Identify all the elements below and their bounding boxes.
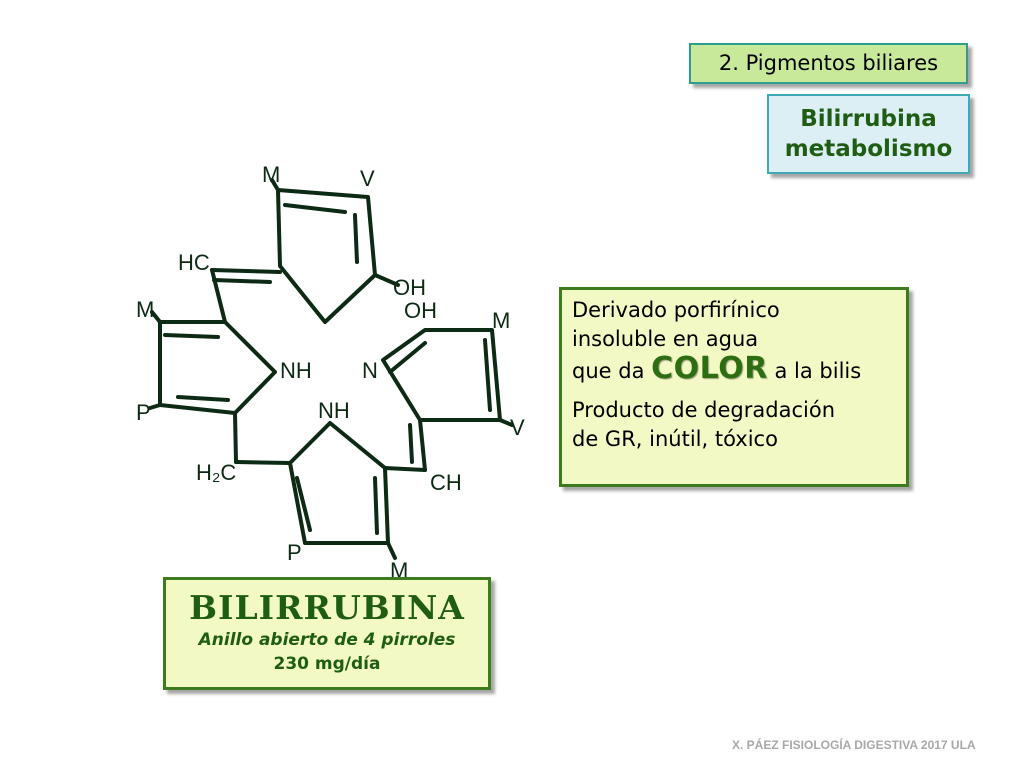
bond-left-m: [150, 310, 162, 324]
molecule-name: BILIRRUBINA: [189, 588, 465, 627]
right-pyrrole-ring: [381, 328, 502, 422]
description-box: Derivado porfirínico insoluble en agua q…: [559, 287, 909, 487]
molecule-description: Anillo abierto de 4 pirroles: [198, 630, 456, 650]
topic-title-line-1: Bilirrubina: [800, 106, 937, 132]
color-emphasis: COLOR: [651, 351, 768, 386]
topic-title-box: Bilirrubina metabolismo: [767, 94, 970, 174]
label-right-m: M: [492, 308, 510, 333]
description-line-2: insoluble en agua: [572, 327, 759, 351]
description-line-3-pre: que da: [572, 359, 645, 383]
label-n-right: N: [362, 358, 378, 383]
bridge-ch-double: [408, 423, 414, 464]
top-ring-double-bond-2: [353, 213, 359, 264]
label-bottom-m: M: [390, 558, 408, 583]
description-line-3: que da COLOR a la bilis: [572, 354, 896, 386]
bottom-ring-double-bond-2: [373, 476, 379, 535]
bond-left-p: [148, 403, 162, 410]
bridge-hc-top: [210, 268, 282, 274]
molecule-rate: 230 mg/día: [273, 654, 381, 674]
label-h2c: H₂C: [196, 460, 236, 485]
label-left-m: M: [136, 297, 154, 322]
top-ring-double-bond: [283, 203, 347, 214]
label-ch: CH: [430, 470, 462, 495]
description-line-5: de GR, inútil, tóxico: [572, 427, 778, 451]
bridge-hc-double: [212, 278, 272, 284]
left-ring-double-bond: [163, 333, 220, 339]
bond-oh: [373, 273, 400, 287]
label-oh-1: OH: [393, 275, 426, 300]
label-top-v: V: [360, 166, 375, 191]
bond-top-m: [270, 178, 280, 192]
bottom-pyrrole-ring: [288, 421, 390, 545]
label-nh-left: NH: [280, 358, 312, 383]
section-title: 2. Pigmentos biliares: [718, 51, 939, 75]
right-ring-double-bond: [388, 341, 427, 374]
label-bottom-p: P: [287, 540, 302, 565]
bond-right-v: [498, 418, 514, 427]
description-line-1: Derivado porfirínico: [572, 298, 780, 322]
label-left-p: P: [136, 400, 151, 425]
bridge-ch-right: [418, 418, 427, 472]
left-pyrrole-ring: [158, 320, 277, 415]
section-title-box: 2. Pigmentos biliares: [689, 43, 968, 84]
right-ring-double-bond-2: [483, 338, 492, 412]
topic-title-line-2: metabolismo: [784, 136, 953, 162]
label-nh-bottom: NH: [318, 398, 350, 423]
top-pyrrole-ring: [276, 188, 377, 324]
bottom-ring-double-bond: [295, 476, 312, 532]
description-line-3-post: a la bilis: [774, 359, 862, 383]
footer-credit: X. PÁEZ FISIOLOGÍA DIGESTIVA 2017 ULA: [732, 738, 976, 752]
label-oh-2: OH: [404, 298, 437, 323]
left-ring-double-bond-2: [176, 395, 230, 402]
description-line-4: Producto de degradación: [572, 398, 836, 422]
bridge-h2c-bottom: [234, 460, 292, 465]
bond-bottom-m: [386, 541, 397, 560]
label-right-v: V: [510, 415, 525, 440]
label-top-m: M: [262, 162, 280, 187]
bridge-ch-bottom: [383, 466, 427, 472]
molecule-name-box: BILIRRUBINA Anillo abierto de 4 pirroles…: [163, 577, 491, 690]
bridge-hc-left: [210, 268, 227, 324]
label-hc: HC: [178, 250, 210, 275]
bridge-h2c-left: [233, 411, 238, 464]
